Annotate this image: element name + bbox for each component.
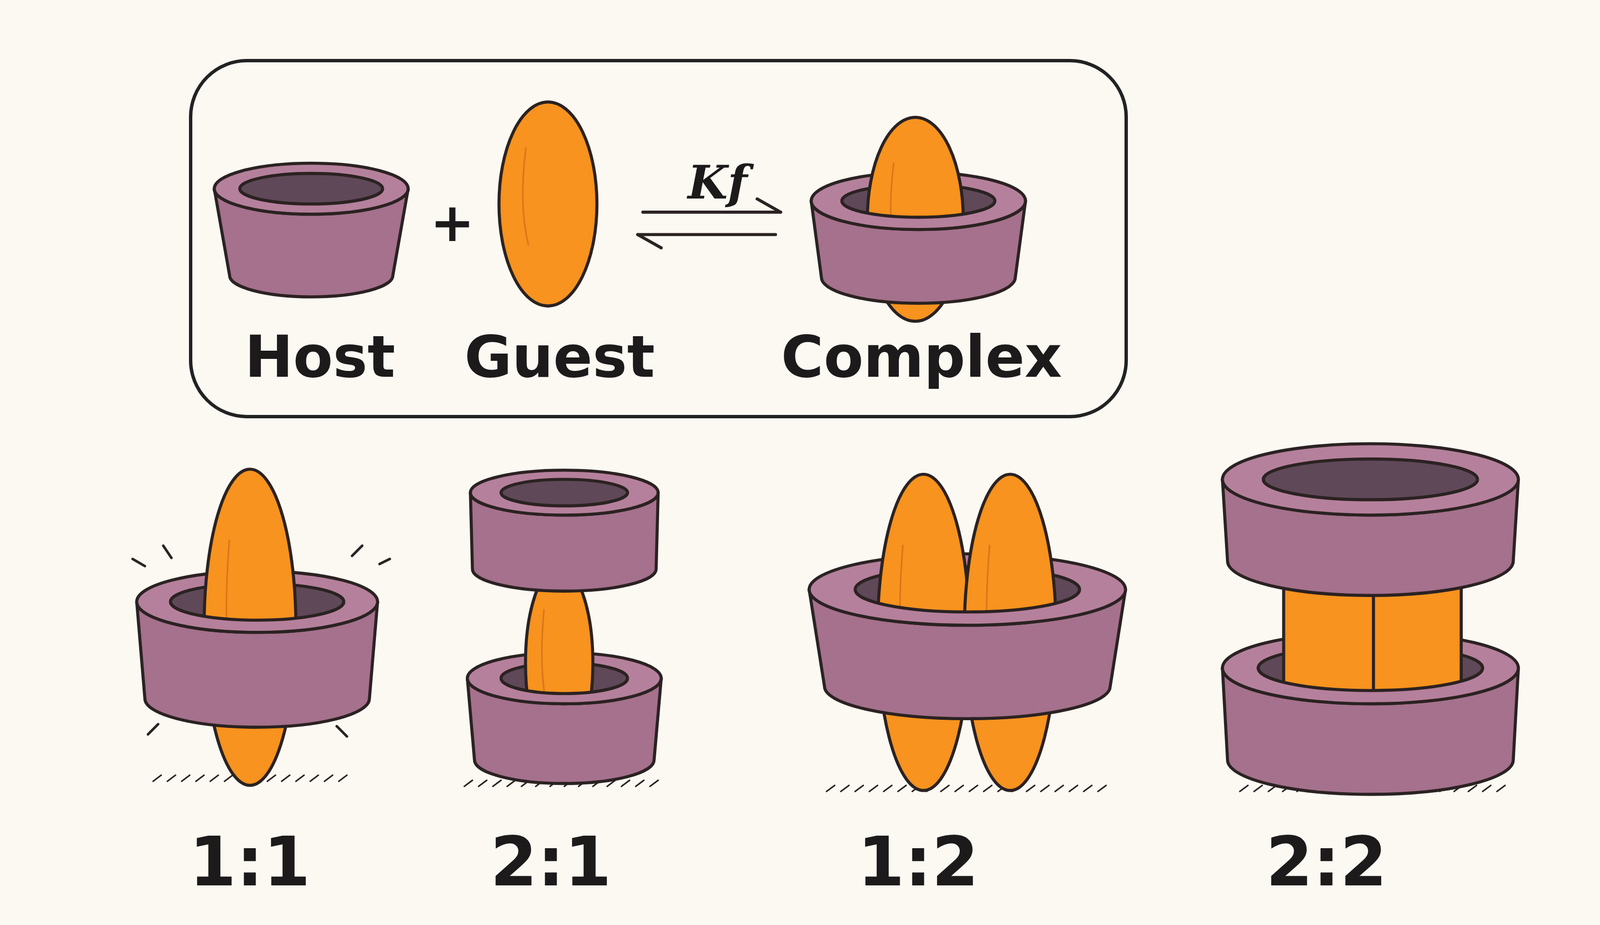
ratio-label: 2:1 (490, 828, 612, 897)
reaction-panel: Host + Guest KfComplex (188, 58, 1128, 419)
complex-label: Complex (780, 328, 1062, 387)
ratio-label: 1:1 (189, 828, 311, 897)
host-label: Host (244, 328, 396, 387)
plus-sign: + (430, 196, 475, 250)
ratio-label: 1:2 (857, 828, 980, 897)
equilibrium-constant: Kf (687, 159, 748, 206)
guest-label: Guest (464, 328, 655, 387)
ratio-label: 2:2 (1266, 828, 1388, 897)
